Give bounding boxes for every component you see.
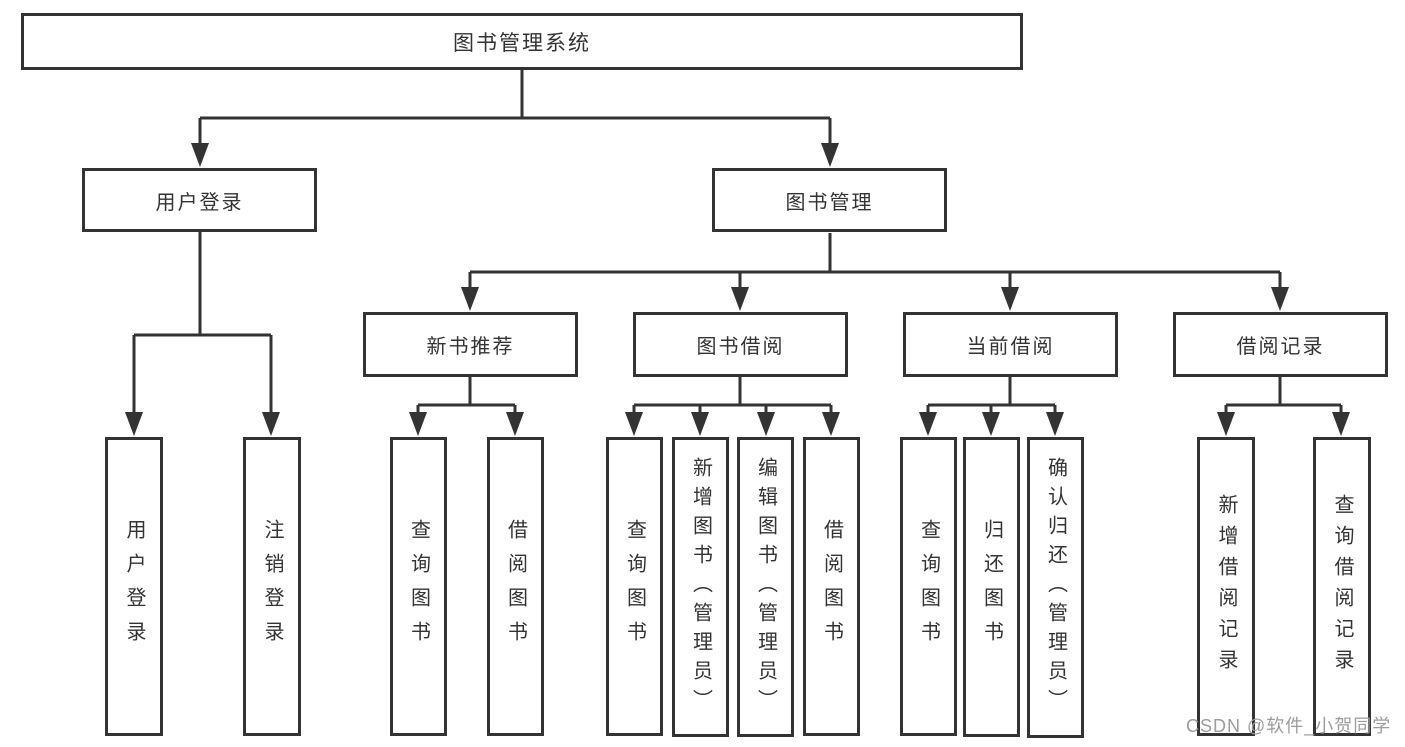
node-new-book-recommend-label: 新书推荐 [426,336,515,358]
leaf-user-login: 用户登录 [105,437,163,736]
leaf-logout-label: 注销登录 [261,518,283,655]
leaf-query-books-current-label: 查询图书 [917,518,940,655]
node-current-borrowing-label: 当前借阅 [966,336,1055,358]
node-root: 图书管理系统 [21,13,1023,70]
leaf-logout: 注销登录 [243,437,301,736]
node-book-borrowing-label: 图书借阅 [696,336,785,358]
csdn-watermark: CSDN @软件_小贺同学 [1186,716,1392,736]
leaf-query-books-recommend: 查询图书 [390,437,447,736]
leaf-borrow-books-borrowing: 借阅图书 [803,437,860,736]
node-current-borrowing: 当前借阅 [903,312,1118,377]
node-root-label: 图书管理系统 [453,31,591,55]
leaf-return-books-label: 归还图书 [980,519,1003,655]
leaf-add-books-admin-label: 新增图书（管理员） [689,456,712,718]
node-book-borrowing: 图书借阅 [633,312,848,377]
leaf-borrow-books-recommend-label: 借阅图书 [504,518,527,655]
node-user-login-label: 用户登录 [155,191,244,214]
leaf-borrow-books-borrowing-label: 借阅图书 [820,518,843,655]
leaf-confirm-return-admin-label: 确认归还（管理员） [1044,457,1067,718]
leaf-confirm-return-admin: 确认归还（管理员） [1027,437,1084,738]
node-new-book-recommend: 新书推荐 [363,312,578,377]
leaf-user-login-label: 用户登录 [123,518,145,655]
leaf-add-borrow-record: 新增借阅记录 [1197,437,1255,736]
arrowheads [125,143,1350,436]
leaf-edit-books-admin: 编辑图书（管理员） [737,437,794,737]
leaf-edit-books-admin-label: 编辑图书（管理员） [754,456,777,718]
leaf-borrow-books-recommend: 借阅图书 [487,437,544,736]
leaf-query-borrow-record-label: 查询借阅记录 [1331,493,1353,680]
leaf-query-borrow-record: 查询借阅记录 [1313,437,1371,736]
node-book-management-label: 图书管理 [785,191,874,214]
node-book-management: 图书管理 [712,168,947,232]
leaf-add-borrow-record-label: 新增借阅记录 [1215,493,1237,680]
leaf-query-books-current: 查询图书 [900,437,957,736]
leaf-add-books-admin: 新增图书（管理员） [672,437,729,737]
node-user-login: 用户登录 [82,168,317,232]
leaf-query-books-borrowing-label: 查询图书 [623,518,646,655]
leaf-return-books: 归还图书 [963,437,1020,737]
node-borrowing-records: 借阅记录 [1173,312,1388,377]
leaf-query-books-borrowing: 查询图书 [606,437,663,736]
leaf-query-books-recommend-label: 查询图书 [407,518,430,655]
node-borrowing-records-label: 借阅记录 [1236,336,1325,358]
